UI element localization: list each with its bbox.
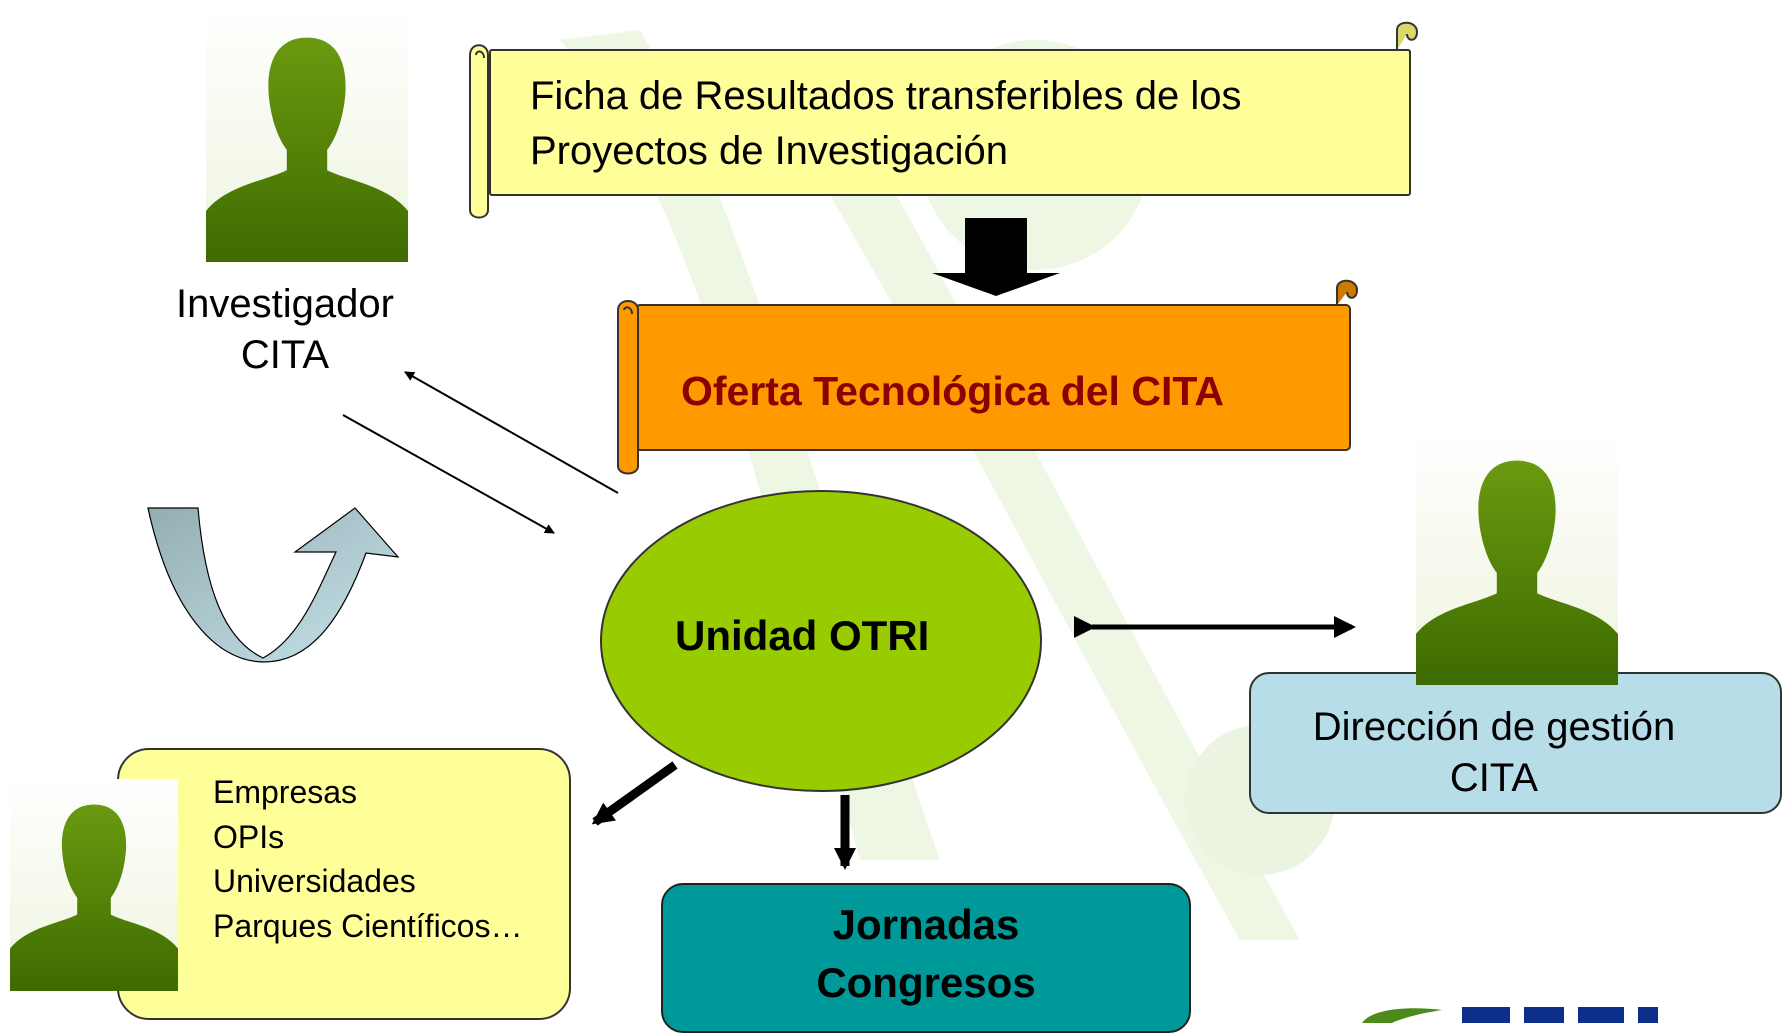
investigador-portrait — [206, 7, 408, 262]
events-line2: Congresos — [816, 959, 1036, 1006]
events-box — [661, 883, 1191, 1033]
scroll-oferta-tecnologica — [617, 279, 1359, 475]
arrow-otri-to-partners — [591, 761, 678, 826]
cycle-arrow-icon — [147, 507, 400, 663]
partner-item: OPIs — [213, 818, 285, 855]
partners-list: Empresas OPIs Universidades Parques Cien… — [213, 770, 522, 948]
oferta-label: Oferta Tecnológica del CITA — [681, 368, 1224, 414]
investigador-line1: Investigador — [176, 282, 394, 326]
events-line1: Jornadas — [832, 901, 1020, 948]
events-label: Jornadas Congresos — [661, 896, 1191, 1012]
person-silhouette-icon — [206, 7, 408, 262]
direccion-portrait — [1416, 430, 1618, 685]
partners-portrait — [10, 779, 178, 991]
otri-ellipse — [600, 490, 1042, 792]
down-arrow-scrolls — [932, 218, 1060, 296]
direccion-line2: CITA — [1449, 756, 1539, 800]
arrow-investigador-to-otri — [342, 414, 555, 534]
scroll-ficha-line2: Proyectos de Investigación — [530, 129, 1009, 173]
person-silhouette-icon — [10, 779, 178, 991]
partner-item: Parques Científicos… — [213, 907, 523, 944]
otri-logo-fragment — [1352, 1004, 1722, 1023]
scroll-ficha-resultados — [469, 21, 1419, 219]
partner-item: Empresas — [213, 774, 358, 810]
otri-label: Unidad OTRI — [675, 612, 930, 659]
partner-item: Universidades — [213, 863, 416, 899]
leaf-logo-icon — [1362, 1007, 1658, 1023]
investigador-label: Investigador CITA — [140, 279, 430, 381]
scroll-ficha-line1: Ficha de Resultados transferibles de los — [530, 74, 1242, 118]
direccion-label: Dirección de gestión CITA — [1255, 702, 1733, 804]
direccion-line1: Dirección de gestión — [1312, 705, 1676, 749]
person-silhouette-icon — [1416, 430, 1618, 685]
partners-box — [117, 748, 571, 1020]
direccion-box — [1249, 672, 1782, 814]
arrow-otri-to-investigador — [404, 371, 619, 494]
investigador-line2: CITA — [240, 333, 330, 377]
